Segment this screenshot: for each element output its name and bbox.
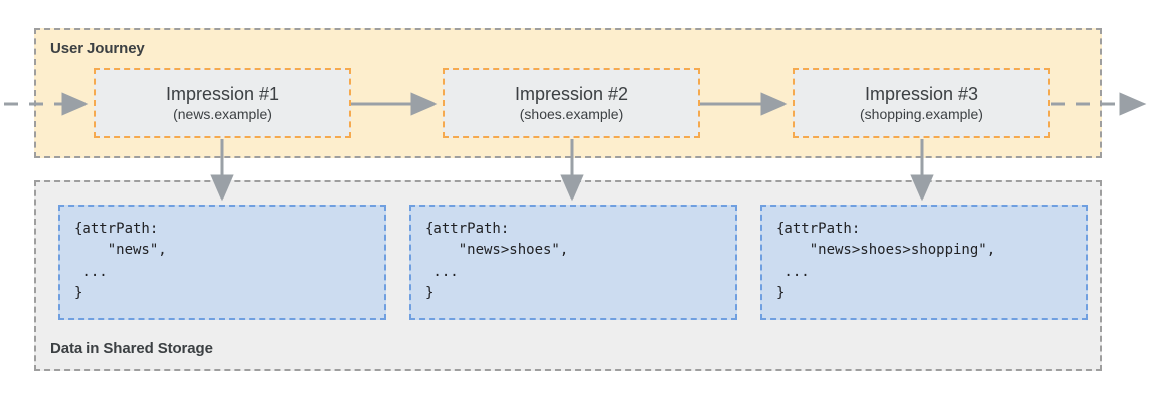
impression-box-1: Impression #1 (news.example) [94,68,351,138]
shared-storage-title: Data in Shared Storage [50,340,213,357]
user-journey-title: User Journey [50,40,145,57]
impression-1-site: (news.example) [173,105,272,122]
impression-1-title: Impression #1 [165,83,280,104]
impression-3-site: (shopping.example) [860,105,983,122]
impression-2-site: (shoes.example) [519,105,624,122]
impression-2-title: Impression #2 [514,83,629,104]
storage-data-box-1: {attrPath: "news", ... } [58,205,386,320]
impression-3-title: Impression #3 [864,83,979,104]
storage-data-box-2: {attrPath: "news>shoes", ... } [409,205,737,320]
impression-box-3: Impression #3 (shopping.example) [793,68,1050,138]
storage-data-box-3: {attrPath: "news>shoes>shopping", ... } [760,205,1088,320]
impression-box-2: Impression #2 (shoes.example) [443,68,700,138]
